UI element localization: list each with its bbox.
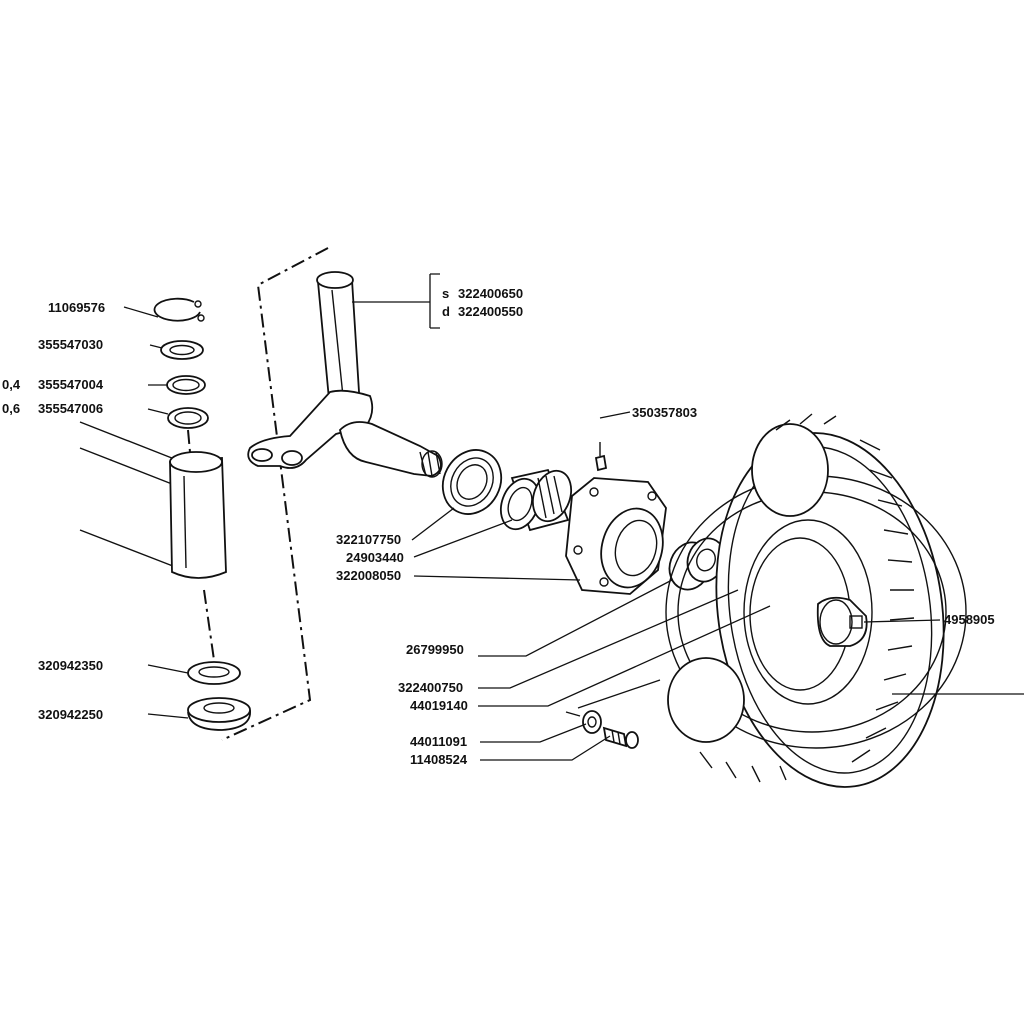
label-11069576: 11069576 xyxy=(48,300,105,315)
label-4958905: 4958905 xyxy=(944,612,995,627)
wheel-hub-322008050 xyxy=(565,477,667,595)
leader-lines xyxy=(123,273,1024,761)
label-shim-thickness-06: 0,6 xyxy=(2,401,20,416)
label-355547030: 355547030 xyxy=(38,337,103,352)
kingpin-housing xyxy=(169,451,227,579)
washer-355547030 xyxy=(160,340,204,360)
label-320942350: 320942350 xyxy=(38,658,103,673)
label-44019140: 44019140 xyxy=(410,698,468,713)
label-11408524: 11408524 xyxy=(410,752,468,767)
outer-bearing-26799950 xyxy=(668,537,726,591)
bearing-24903440 xyxy=(499,468,573,532)
label-322400750: 322400750 xyxy=(398,680,463,695)
grease-nipple-350357803 xyxy=(594,442,608,472)
label-322400550: 322400550 xyxy=(458,304,523,319)
label-320942250: 320942250 xyxy=(38,707,103,722)
label-350357803: 350357803 xyxy=(632,405,697,420)
circlip-11069576 xyxy=(153,297,205,322)
wheel-and-tire xyxy=(665,413,967,788)
steering-knuckle xyxy=(247,271,443,478)
label-44011091: 44011091 xyxy=(410,734,467,749)
part-labels: 11069576 355547030 0,4 355547004 0,6 355… xyxy=(2,286,995,767)
washer-44011091 xyxy=(582,710,602,734)
shim-355547004 xyxy=(166,375,206,395)
steering-knuckle-boundary xyxy=(221,247,329,741)
oil-seal-322107750 xyxy=(441,449,503,515)
label-24903440: 24903440 xyxy=(346,550,404,565)
thrust-washer-320942350 xyxy=(187,661,241,685)
label-shim-thickness-04: 0,4 xyxy=(2,377,21,392)
label-355547004: 355547004 xyxy=(38,377,104,392)
label-side-d: d xyxy=(442,304,450,319)
axle-beam xyxy=(79,421,183,569)
seal-320942250 xyxy=(187,697,251,731)
bolt-11408524 xyxy=(602,726,639,749)
label-side-s: s xyxy=(442,286,449,301)
label-26799950: 26799950 xyxy=(406,642,464,657)
kingpin-axis xyxy=(187,429,215,661)
label-322107750: 322107750 xyxy=(336,532,401,547)
label-322008050: 322008050 xyxy=(336,568,401,583)
label-355547006: 355547006 xyxy=(38,401,103,416)
label-322400650: 322400650 xyxy=(458,286,523,301)
shim-355547006 xyxy=(167,407,209,429)
